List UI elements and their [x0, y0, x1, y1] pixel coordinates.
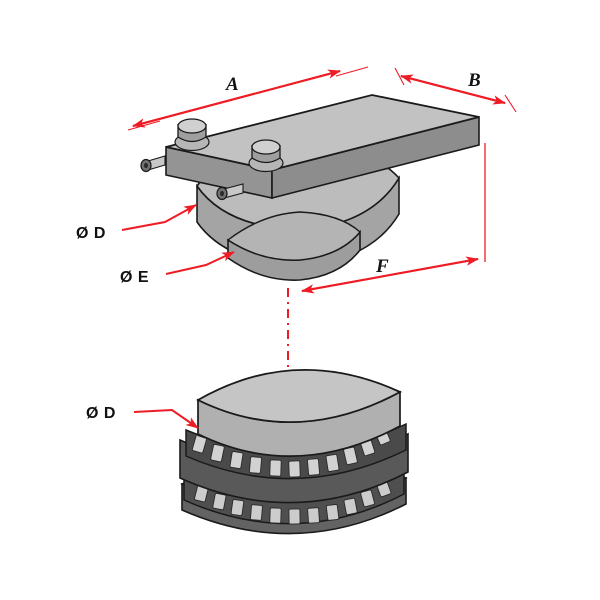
callout-e-upper: Ø E: [120, 251, 235, 286]
grease-nipple: [140, 155, 166, 173]
dimension-b: B: [394, 67, 517, 113]
callout-d-upper: Ø D: [76, 204, 197, 242]
dimension-a-label: A: [225, 74, 239, 95]
callout-e-upper-label: Ø E: [120, 269, 149, 286]
bearing-top-disc: [196, 368, 403, 458]
bearing-view: [179, 368, 409, 535]
rectangular-mounting-plate: [165, 94, 480, 200]
callout-d-lower-label: Ø D: [86, 405, 116, 422]
callout-d-lower: Ø D: [86, 405, 199, 429]
dimension-f-label: F: [375, 256, 389, 277]
lower-roller-row: [183, 470, 405, 525]
dimension-b-label: B: [467, 70, 481, 91]
roller-elements: [191, 426, 391, 478]
callout-d-upper-label: Ø D: [76, 225, 106, 242]
hex-head-bolt: [248, 139, 284, 173]
dimension-a: A: [127, 66, 369, 131]
dimension-f: F: [301, 143, 486, 294]
roller-elements: [194, 479, 392, 525]
grease-nipple: [216, 183, 244, 201]
small-cylindrical-body: [226, 211, 361, 281]
assembly-view: [140, 94, 480, 281]
hex-head-bolt: [174, 118, 210, 152]
